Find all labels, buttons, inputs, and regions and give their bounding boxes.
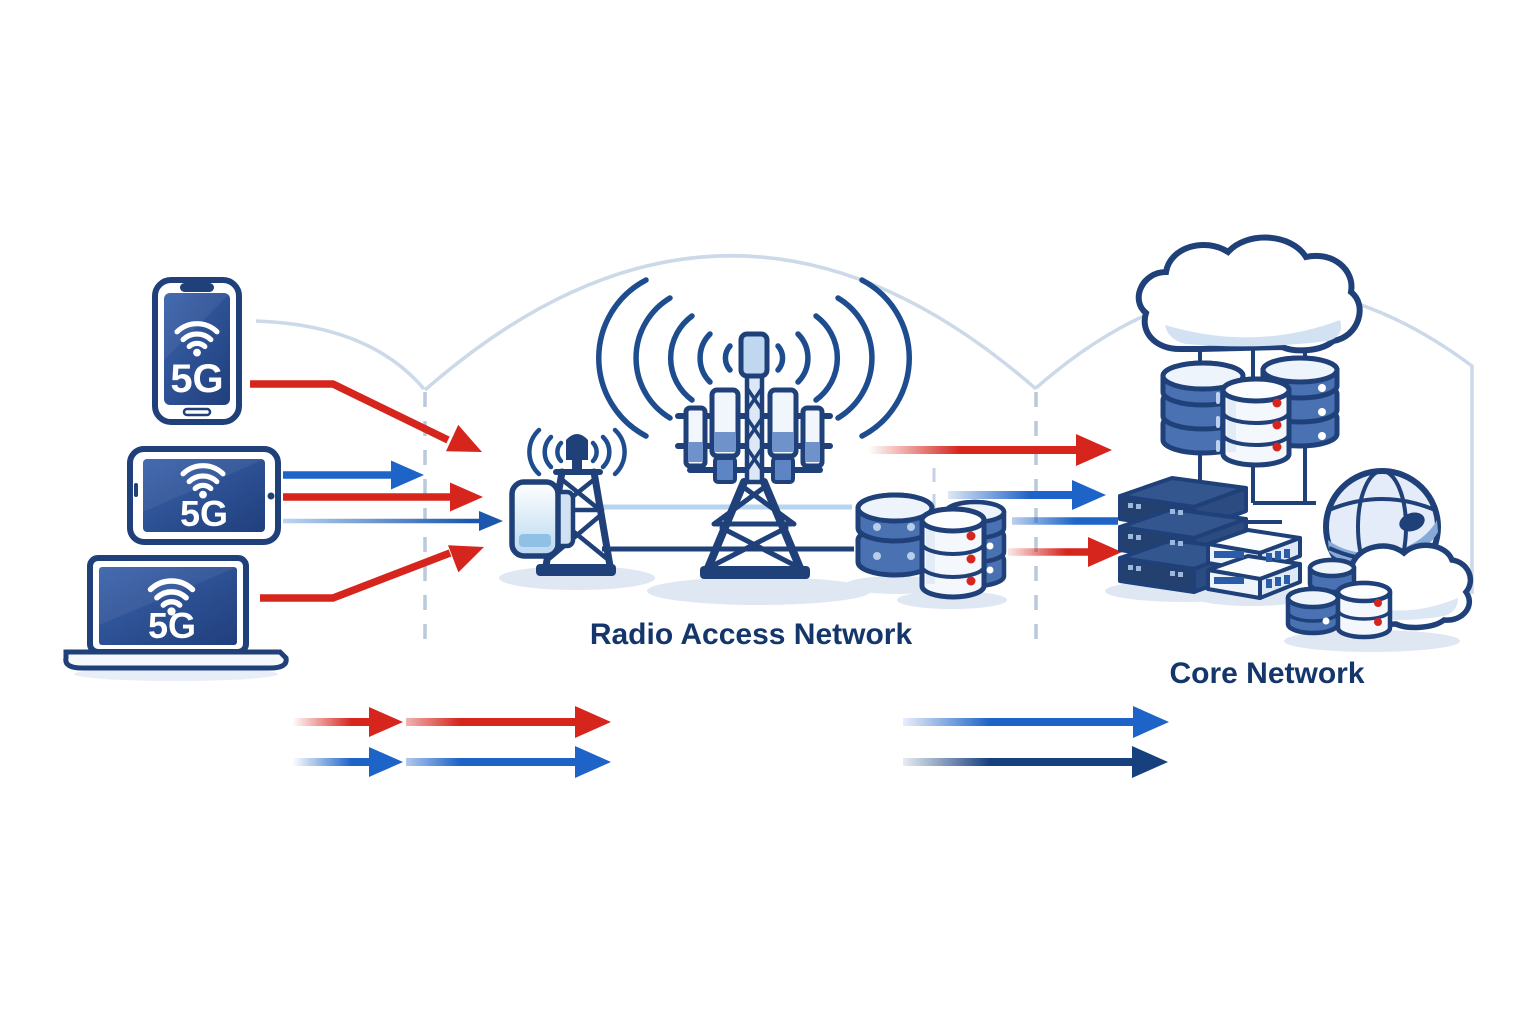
ran-section-label: Radio Access Network (590, 618, 913, 651)
tablet-blue-arrow (283, 460, 424, 490)
laptop-5g-label: 5G (148, 605, 196, 646)
database-stack-icon (1285, 586, 1341, 636)
ran-database-cluster (855, 492, 1007, 600)
tablet-lightblue-arrow (283, 511, 503, 531)
database-stack-icon (1335, 580, 1393, 640)
small-tower-head (566, 434, 588, 460)
database-stack-icon (919, 506, 987, 600)
small-tower-base (536, 564, 616, 576)
laptop-red-arrow (260, 545, 484, 602)
database-stack-icon (855, 492, 935, 578)
ran-arc (423, 254, 1038, 392)
radio-waves-icon (596, 277, 912, 439)
laptop-icon: 5G (63, 555, 289, 671)
antenna-panels (683, 387, 825, 484)
small-cell-site (509, 427, 627, 576)
radio-waves-icon (527, 427, 627, 477)
macro-cell-site (596, 277, 912, 579)
flow-arrows (292, 706, 1169, 778)
ran-core-blue-arrow (948, 480, 1106, 510)
ran-to-core-arrows (868, 434, 1122, 567)
laptop-base (63, 649, 289, 671)
ran-core-red-arrow-top (868, 434, 1112, 466)
server-rack-icon (1118, 476, 1248, 594)
tablet-side-button (134, 483, 138, 497)
flow-red-arrow-long (406, 706, 611, 738)
smartphone-notch (180, 283, 214, 292)
ran-core-red-arrow-bottom (1008, 537, 1122, 567)
antenna-panel-icon (509, 479, 576, 559)
macro-cell-tower-icon (675, 331, 833, 579)
flow-blue-arrow-long (406, 746, 611, 778)
tower-base (700, 566, 810, 579)
tablet-camera (267, 492, 275, 500)
flow-navy-arrow-right (903, 746, 1168, 778)
database-stack-icon (1220, 376, 1292, 468)
smartphone-icon: 5G (152, 277, 242, 425)
phone-red-arrow (250, 380, 482, 452)
backhaul-lines (602, 504, 854, 552)
tablet-red-arrow (283, 482, 483, 512)
tablet-5g-label: 5G (180, 493, 228, 534)
database-stack-icon (1307, 557, 1357, 595)
cloud-icon (1135, 234, 1363, 354)
tower-top-antenna (738, 331, 770, 379)
laptop-screen (99, 567, 237, 645)
flow-blue-arrow-right (903, 706, 1169, 738)
core-network-cluster (1118, 234, 1474, 640)
flow-blue-arrow-short (292, 747, 403, 777)
server-box-icon (1206, 528, 1302, 600)
smartphone-home-bar (182, 407, 212, 417)
devices-arc (255, 319, 426, 391)
flow-red-arrow-short (292, 707, 403, 737)
core-section-label: Core Network (1169, 657, 1364, 690)
tablet-icon: 5G (127, 446, 281, 545)
smartphone-5g-label: 5G (170, 357, 223, 401)
device-uplink-arrows (250, 380, 503, 602)
